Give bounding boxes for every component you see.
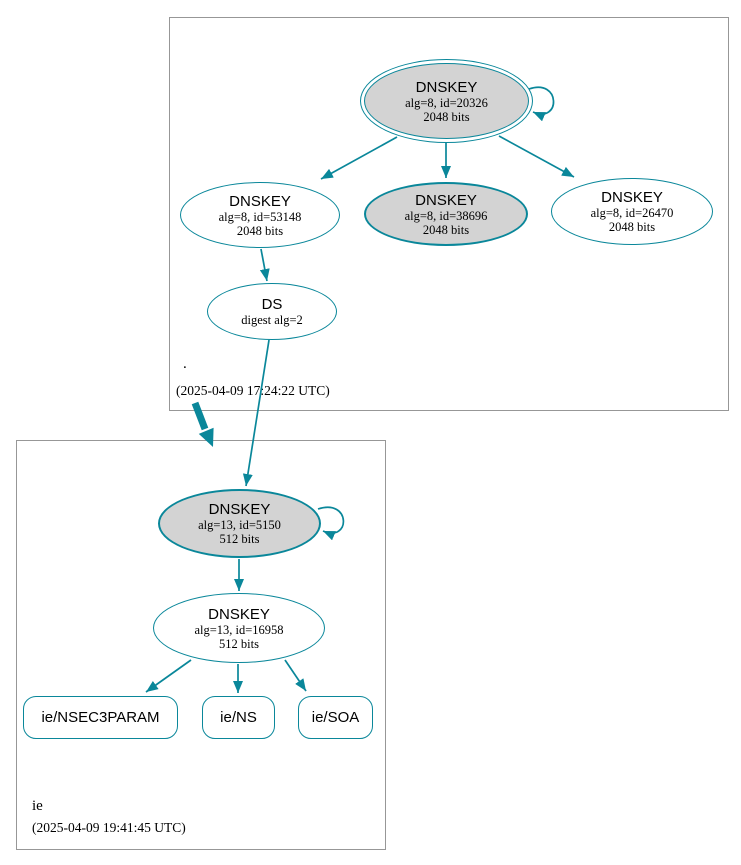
- dnskey-20326-bits: 2048 bits: [423, 109, 470, 124]
- dnskey-53148-detail: alg=8, id=53148: [218, 209, 302, 224]
- dnskey-node-26470[interactable]: DNSKEY alg=8, id=26470 2048 bits: [551, 178, 713, 245]
- dnskey-5150-title: DNSKEY: [208, 501, 271, 518]
- rrset-node-ie-ns[interactable]: ie/NS: [202, 696, 275, 739]
- ds-node[interactable]: DS digest alg=2: [207, 283, 337, 340]
- dnskey-5150-bits: 512 bits: [219, 532, 260, 546]
- rrset-node-ie-nsec3param[interactable]: ie/NSEC3PARAM: [23, 696, 178, 739]
- dnskey-53148-title: DNSKEY: [229, 192, 291, 210]
- rrset-ie-ns-label: ie/NS: [220, 709, 257, 726]
- zone-label-root: .: [183, 356, 187, 372]
- zone-box-root: [169, 17, 729, 411]
- dnskey-38696-bits: 2048 bits: [422, 222, 470, 237]
- dnskey-node-20326-trust-anchor[interactable]: DNSKEY alg=8, id=20326 2048 bits: [360, 59, 533, 143]
- zone-timestamp-ie: (2025-04-09 19:41:45 UTC): [32, 820, 186, 835]
- rrset-node-ie-soa[interactable]: ie/SOA: [298, 696, 373, 739]
- rrset-ie-nsec3param-label: ie/NSEC3PARAM: [41, 709, 160, 726]
- dnskey-16958-detail: alg=13, id=16958: [194, 622, 284, 637]
- dnskey-node-5150[interactable]: DNSKEY alg=13, id=5150 512 bits: [158, 489, 321, 558]
- dnskey-20326-title: DNSKEY: [415, 78, 478, 96]
- dnskey-node-53148[interactable]: DNSKEY alg=8, id=53148 2048 bits: [180, 182, 340, 248]
- dnskey-26470-bits: 2048 bits: [608, 220, 656, 234]
- ds-detail: digest alg=2: [241, 313, 303, 327]
- dnskey-16958-title: DNSKEY: [208, 605, 270, 623]
- dnskey-5150-detail: alg=13, id=5150: [198, 518, 281, 532]
- dnskey-node-38696[interactable]: DNSKEY alg=8, id=38696 2048 bits: [364, 182, 528, 246]
- zone-label-ie: ie: [32, 798, 43, 814]
- dnskey-node-20326-inner: DNSKEY alg=8, id=20326 2048 bits: [364, 63, 529, 139]
- rrset-ie-soa-label: ie/SOA: [311, 709, 360, 726]
- dnskey-26470-title: DNSKEY: [601, 189, 663, 206]
- dnskey-53148-bits: 2048 bits: [236, 223, 284, 238]
- dnskey-16958-bits: 512 bits: [219, 636, 259, 651]
- dnskey-38696-detail: alg=8, id=38696: [404, 208, 488, 223]
- ds-title: DS: [261, 296, 283, 313]
- dnskey-20326-detail: alg=8, id=20326: [405, 95, 488, 110]
- dnskey-node-16958[interactable]: DNSKEY alg=13, id=16958 512 bits: [153, 593, 325, 663]
- dnskey-26470-detail: alg=8, id=26470: [590, 206, 674, 220]
- zone-timestamp-root: (2025-04-09 17:24:22 UTC): [176, 383, 330, 398]
- dnskey-38696-title: DNSKEY: [415, 191, 477, 209]
